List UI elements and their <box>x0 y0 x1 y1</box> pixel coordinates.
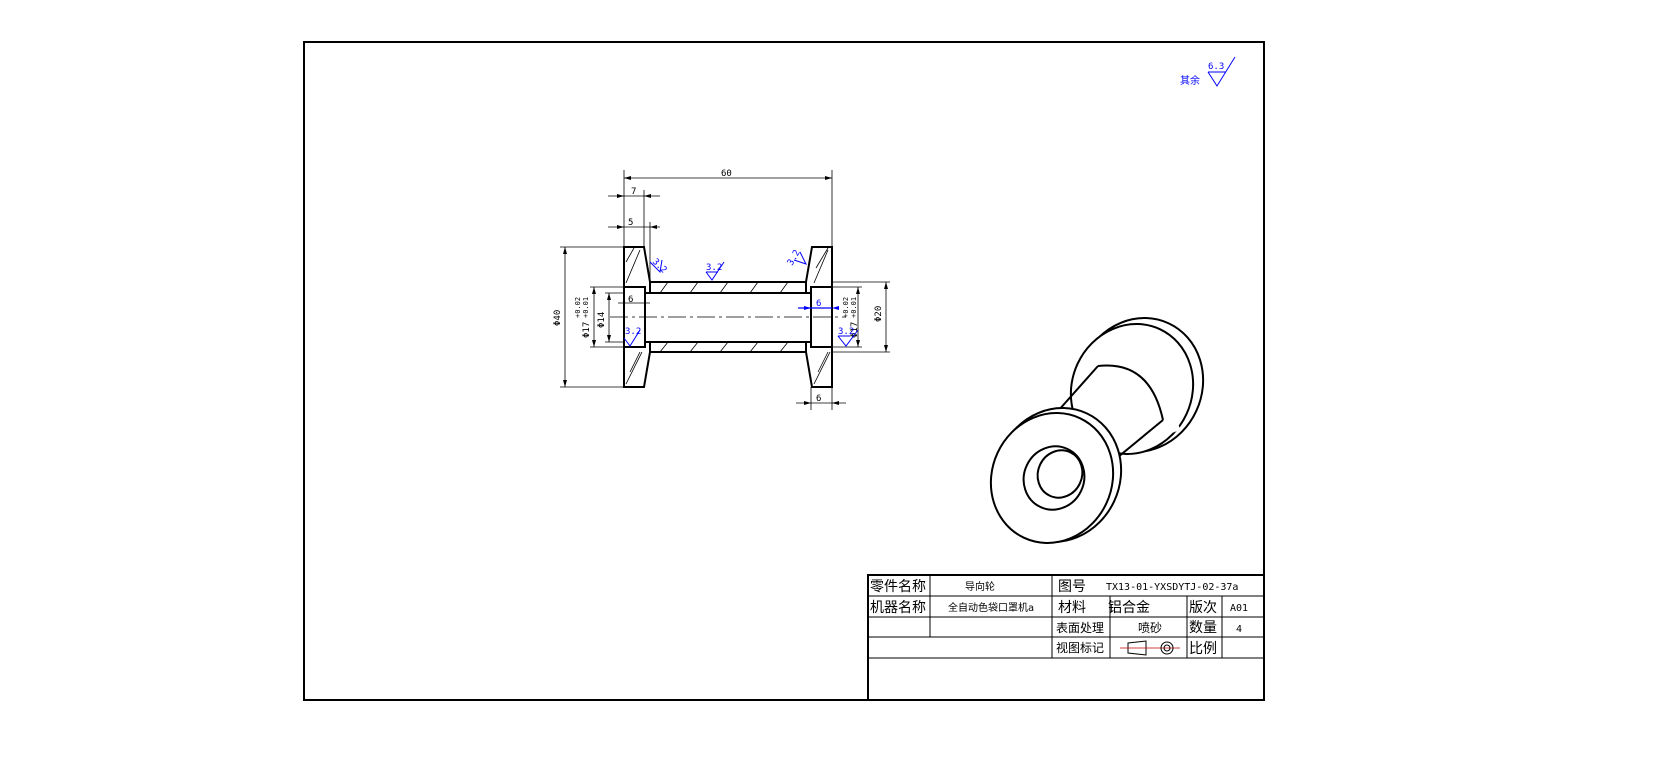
roughness-hub-top: 3.2 <box>706 263 722 273</box>
dim-phi17-left-tol-up: +0.02 <box>574 297 582 318</box>
dim-6-bottom: 6 <box>816 394 821 404</box>
revision-label: 版次 <box>1189 600 1217 616</box>
section-hatching <box>625 247 831 385</box>
surface-label: 表面处理 <box>1056 621 1104 635</box>
section-view <box>610 246 846 388</box>
hub-edge-bottom <box>1111 419 1164 463</box>
dim-phi17-left-tol-low: +0.01 <box>582 297 590 318</box>
dim-5: 5 <box>628 218 633 228</box>
dim-phi17-right-tol-low: +0.01 <box>850 297 858 318</box>
dim-phi17-right-tol-up: +0.02 <box>842 297 850 318</box>
dim-phi14: Φ14 <box>597 312 607 328</box>
roughness-symbols <box>623 251 859 347</box>
dim-phi17-right: Φ17 <box>850 322 860 338</box>
surface-value: 喷砂 <box>1138 621 1162 635</box>
part-name-value: 导向轮 <box>965 580 995 593</box>
revision-value: A01 <box>1230 603 1248 614</box>
dimension-arrows <box>563 176 888 405</box>
quantity-label: 数量 <box>1189 620 1217 636</box>
quantity-value: 4 <box>1236 624 1242 635</box>
title-block: 零件名称 导向轮 图号 TX13-01-YXSDYTJ-02-37a 机器名称 … <box>867 574 1265 701</box>
isometric-view <box>989 317 1205 544</box>
scale-label: 比例 <box>1189 641 1217 657</box>
blue-arrows <box>804 306 839 310</box>
machine-name-value: 全自动色袋口罩机a <box>948 601 1034 614</box>
projection-symbol-icon <box>1120 640 1180 656</box>
sheet-border <box>303 41 1265 701</box>
view-mark-label: 视图标记 <box>1056 640 1104 655</box>
dim-phi20: Φ20 <box>874 306 884 322</box>
roughness-left-bore: 3.2 <box>625 327 641 337</box>
bore-inner <box>1036 449 1084 499</box>
general-roughness-note: 其余 6.3 <box>1180 56 1236 87</box>
machine-name-label: 机器名称 <box>870 600 926 616</box>
dimension-lines <box>560 170 890 410</box>
material-label: 材料 <box>1058 600 1086 616</box>
drawing-no-label: 图号 <box>1058 579 1086 595</box>
material-value: 铝合金 <box>1108 600 1150 616</box>
roughness-left-flange: 3.2 <box>650 257 669 276</box>
dim-phi17-left: Φ17 <box>582 322 592 338</box>
dim-phi40: Φ40 <box>553 310 563 326</box>
drawing-no-value: TX13-01-YXSDYTJ-02-37a <box>1106 582 1238 593</box>
other-label: 其余 <box>1180 74 1200 87</box>
other-roughness-value: 6.3 <box>1208 62 1224 72</box>
dim-overall-length: 60 <box>721 169 732 179</box>
right-counterbore <box>810 286 833 348</box>
part-name-label: 零件名称 <box>870 579 926 595</box>
dim-6-left: 6 <box>628 295 633 305</box>
roughness-right-bore: 3.2 <box>838 327 854 337</box>
roughness-right-flange: 3.2 <box>786 248 803 267</box>
dim-6-right: 6 <box>816 299 821 309</box>
roughness-symbol-icon <box>1207 56 1236 87</box>
dim-7: 7 <box>631 187 636 197</box>
